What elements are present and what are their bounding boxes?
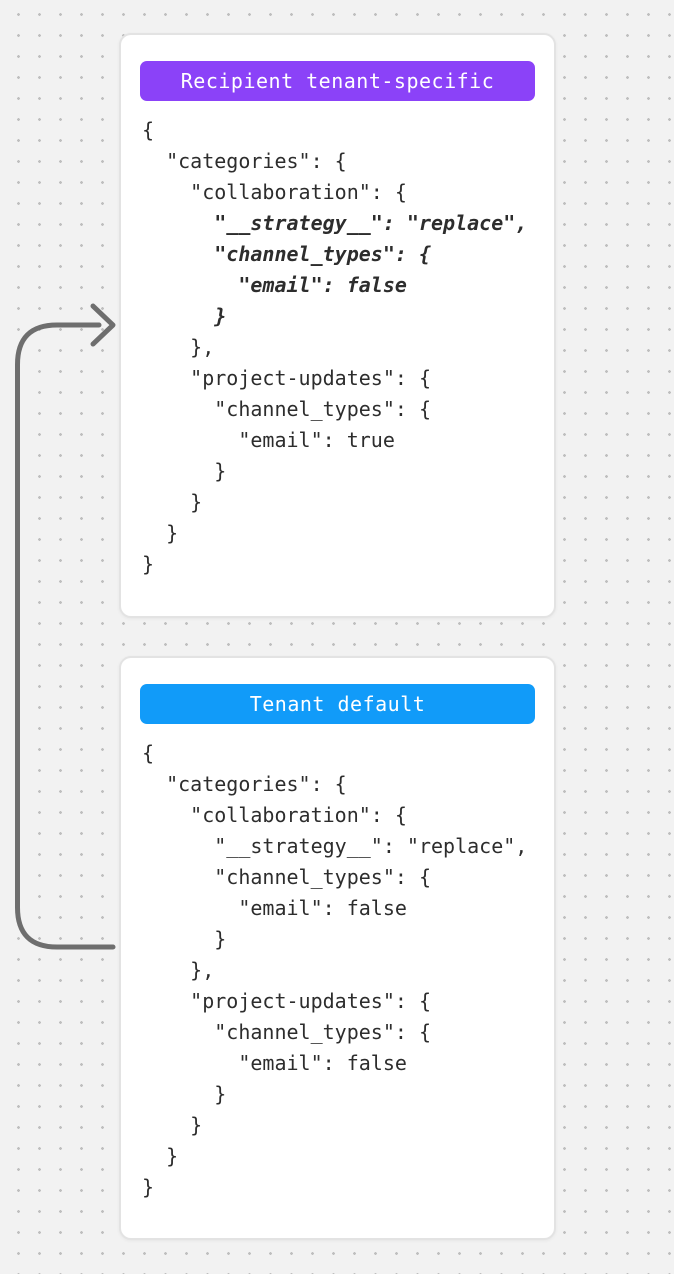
code-line: "__strategy__": "replace", <box>142 834 528 858</box>
code-line: "email": false <box>142 273 407 297</box>
code-line: "email": false <box>142 1051 407 1075</box>
code-line: } <box>142 1175 155 1199</box>
code-line: } <box>142 1144 179 1168</box>
code-line: "categories": { <box>142 149 347 173</box>
flow-arrow-head <box>90 303 116 347</box>
code-line: }, <box>142 335 215 359</box>
code-line: "project-updates": { <box>142 989 431 1013</box>
recipient-tenant-specific-badge: Recipient tenant-specific <box>140 61 535 101</box>
code-line: } <box>142 552 155 576</box>
code-line: "channel_types": { <box>142 397 431 421</box>
code-line: "email": false <box>142 896 407 920</box>
code-line: "categories": { <box>142 772 347 796</box>
code-line: } <box>142 521 179 545</box>
code-line: "collaboration": { <box>142 803 407 827</box>
code-line: "channel_types": { <box>142 865 431 889</box>
code-line: { <box>142 118 155 142</box>
code-line: "__strategy__": "replace", <box>142 211 528 235</box>
code-line: } <box>142 490 203 514</box>
code-line: } <box>142 459 227 483</box>
code-line: }, <box>142 958 215 982</box>
code-line: } <box>142 304 227 328</box>
code-line: } <box>142 1113 203 1137</box>
code-line: "channel_types": { <box>142 242 431 266</box>
recipient-tenant-specific-card: Recipient tenant-specific { "categories"… <box>119 33 556 618</box>
code-line: "collaboration": { <box>142 180 407 204</box>
code-line: } <box>142 927 227 951</box>
code-line: } <box>142 1082 227 1106</box>
recipient-tenant-specific-json-code: { "categories": { "collaboration": { "__… <box>142 115 554 580</box>
tenant-default-json-code: { "categories": { "collaboration": { "__… <box>142 738 554 1203</box>
flow-arrow-line <box>15 322 116 950</box>
code-line: "channel_types": { <box>142 1020 431 1044</box>
code-line: "email": true <box>142 428 395 452</box>
tenant-default-card: Tenant default { "categories": { "collab… <box>119 656 556 1240</box>
code-line: { <box>142 741 155 765</box>
tenant-default-badge: Tenant default <box>140 684 535 724</box>
code-line: "project-updates": { <box>142 366 431 390</box>
